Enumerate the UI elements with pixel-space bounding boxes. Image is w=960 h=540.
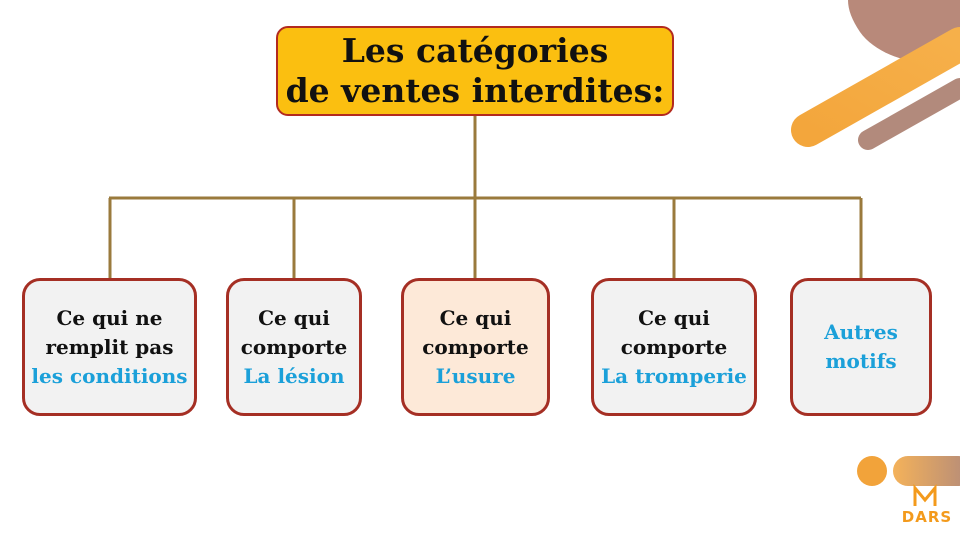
node-accent-text: Autres: [824, 320, 898, 344]
node-text: Ce qui: [439, 305, 512, 330]
node-text: Ce qui ne: [56, 305, 163, 330]
category-node-tromperie: Ce qui comporte La tromperie: [591, 278, 757, 416]
node-text: remplit pas: [45, 334, 174, 359]
category-node-autres: Autres motifs: [790, 278, 932, 416]
node-accent-text: La tromperie: [601, 363, 747, 388]
decor-pill: [893, 456, 960, 486]
decor-diagonal-brown: [858, 78, 960, 150]
logo-mark-icon: [913, 483, 937, 506]
category-node-conditions: Ce qui ne remplit pas les conditions: [22, 278, 197, 416]
node-text: comporte: [240, 334, 348, 359]
decor-diagonal-orange: [791, 27, 960, 147]
connector-lines: [108, 116, 863, 278]
title-line-2: de ventes interdites:: [285, 71, 665, 110]
node-accent-text: motifs: [825, 349, 897, 373]
decor-dot: [857, 456, 887, 486]
node-accent-text: L’usure: [435, 363, 516, 388]
category-node-usure: Ce qui comporte L’usure: [401, 278, 550, 416]
node-text: Ce qui: [258, 305, 330, 330]
logo-text: DARS: [901, 508, 953, 526]
node-text: comporte: [422, 334, 529, 359]
node-accent-text: les conditions: [31, 363, 188, 388]
brand-logo: DARS: [897, 490, 957, 538]
title-line-1: Les catégories: [341, 31, 609, 70]
node-accent-text: La lésion: [243, 363, 345, 388]
category-node-lesion: Ce qui comporte La lésion: [226, 278, 362, 416]
node-text: Ce qui: [638, 305, 710, 330]
diagram-title: Les catégories de ventes interdites:: [276, 26, 674, 116]
node-text: comporte: [620, 334, 728, 359]
